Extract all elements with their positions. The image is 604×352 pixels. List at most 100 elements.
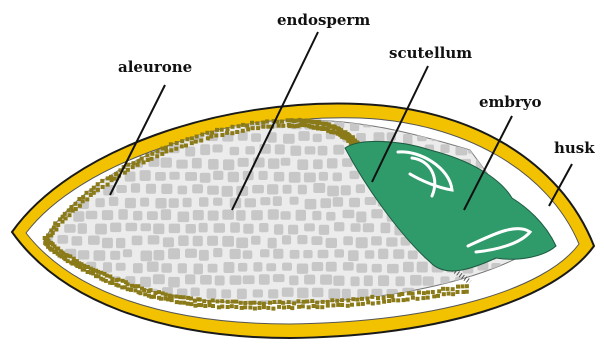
endosperm-cell xyxy=(183,198,192,208)
endosperm-cell xyxy=(266,263,276,271)
endosperm-cell xyxy=(251,236,260,245)
aleurone-cell xyxy=(198,298,202,302)
endosperm-cell xyxy=(326,262,337,272)
endosperm-cell xyxy=(282,288,294,297)
endosperm-cell xyxy=(185,172,197,181)
aleurone-cell xyxy=(164,149,168,153)
aleurone-cell xyxy=(240,306,244,310)
endosperm-cell xyxy=(243,250,253,259)
aleurone-cell xyxy=(278,300,282,304)
aleurone-cell xyxy=(92,191,96,195)
endosperm-cell xyxy=(273,249,283,259)
aleurone-cell xyxy=(199,303,203,307)
endosperm-cell xyxy=(297,264,308,274)
aleurone-cell xyxy=(271,307,275,311)
aleurone-cell xyxy=(287,305,291,309)
aleurone-cell xyxy=(351,297,355,301)
aleurone-cell xyxy=(230,131,234,135)
aleurone-cell xyxy=(402,298,406,302)
aleurone-cell xyxy=(268,301,272,305)
endosperm-cell xyxy=(154,250,165,260)
endosperm-cell xyxy=(417,262,428,273)
aleurone-cell xyxy=(182,301,186,305)
aleurone-cell xyxy=(321,300,325,304)
aleurone-cell xyxy=(220,128,224,132)
aleurone-cell xyxy=(297,305,301,309)
endosperm-cell xyxy=(116,263,126,271)
endosperm-cell xyxy=(153,274,165,284)
endosperm-cell xyxy=(245,198,257,207)
aleurone-cell xyxy=(390,295,394,299)
endosperm-cell xyxy=(237,289,247,300)
endosperm-cell xyxy=(147,211,158,220)
endosperm-cell xyxy=(42,131,51,142)
endosperm-cell xyxy=(251,133,261,142)
endosperm-cell xyxy=(515,300,526,310)
endosperm-cell xyxy=(95,224,107,235)
endosperm-cell xyxy=(193,210,204,220)
endosperm-cell xyxy=(343,262,354,271)
aleurone-cell xyxy=(206,136,210,140)
aleurone-cell xyxy=(100,179,104,183)
aleurone-cell xyxy=(361,302,365,306)
endosperm-cell xyxy=(155,172,166,181)
endosperm-cell xyxy=(208,264,218,273)
aleurone-cell xyxy=(272,300,276,304)
endosperm-cell xyxy=(103,132,113,141)
endosperm-cell xyxy=(423,276,434,285)
endosperm-cell xyxy=(351,277,360,287)
endosperm-cell xyxy=(320,275,332,285)
aleurone-cell xyxy=(417,290,421,294)
endosperm-cell xyxy=(378,249,388,260)
aleurone-cell xyxy=(407,291,411,295)
aleurone-cell xyxy=(360,297,364,301)
endosperm-cell xyxy=(200,144,210,155)
endosperm-cell xyxy=(236,238,248,249)
endosperm-cell xyxy=(79,144,89,155)
aleurone-cell xyxy=(331,303,335,307)
aleurone-cell xyxy=(451,292,455,296)
endosperm-cell xyxy=(408,251,418,260)
aleurone-cell xyxy=(310,299,314,303)
aleurone-cell xyxy=(307,305,311,309)
endosperm-cell xyxy=(176,160,187,169)
endosperm-cell xyxy=(326,212,335,221)
aleurone-cell xyxy=(142,288,146,292)
aleurone-cell xyxy=(211,304,215,308)
endosperm-cell xyxy=(298,131,309,141)
aleurone-cell xyxy=(174,147,178,151)
endosperm-cell xyxy=(73,211,84,222)
endosperm-cell xyxy=(199,250,209,261)
aleurone-cell xyxy=(175,141,179,145)
aleurone-cell xyxy=(211,299,215,303)
aleurone-cell xyxy=(281,124,285,128)
aleurone-cell xyxy=(178,295,182,299)
aleurone-cell xyxy=(186,137,190,141)
aleurone-cell xyxy=(277,124,281,128)
aleurone-cell xyxy=(243,305,247,309)
endosperm-cell xyxy=(508,133,519,143)
aleurone-cell xyxy=(56,223,60,227)
endosperm-cell xyxy=(131,183,140,193)
endosperm-cell xyxy=(313,183,325,193)
endosperm-cell xyxy=(283,185,292,194)
endosperm-cell xyxy=(178,186,188,195)
aleurone-cell xyxy=(456,285,460,289)
aleurone-cell xyxy=(155,154,159,158)
aleurone-cell xyxy=(258,306,262,310)
aleurone-cell xyxy=(340,298,344,302)
endosperm-cell xyxy=(528,119,538,129)
aleurone-cell xyxy=(129,288,133,292)
endosperm-cell xyxy=(543,300,554,309)
endosperm-cell xyxy=(319,172,328,181)
endosperm-cell xyxy=(312,288,324,298)
endosperm-cell xyxy=(123,249,132,257)
endosperm-cell xyxy=(304,223,315,231)
aleurone-cell xyxy=(78,204,82,208)
endosperm-cell xyxy=(140,198,149,207)
endosperm-cell xyxy=(48,301,59,309)
endosperm-cell xyxy=(238,158,249,167)
endosperm-cell xyxy=(58,158,69,167)
endosperm-cell xyxy=(169,198,179,208)
endosperm-cell xyxy=(148,235,160,244)
